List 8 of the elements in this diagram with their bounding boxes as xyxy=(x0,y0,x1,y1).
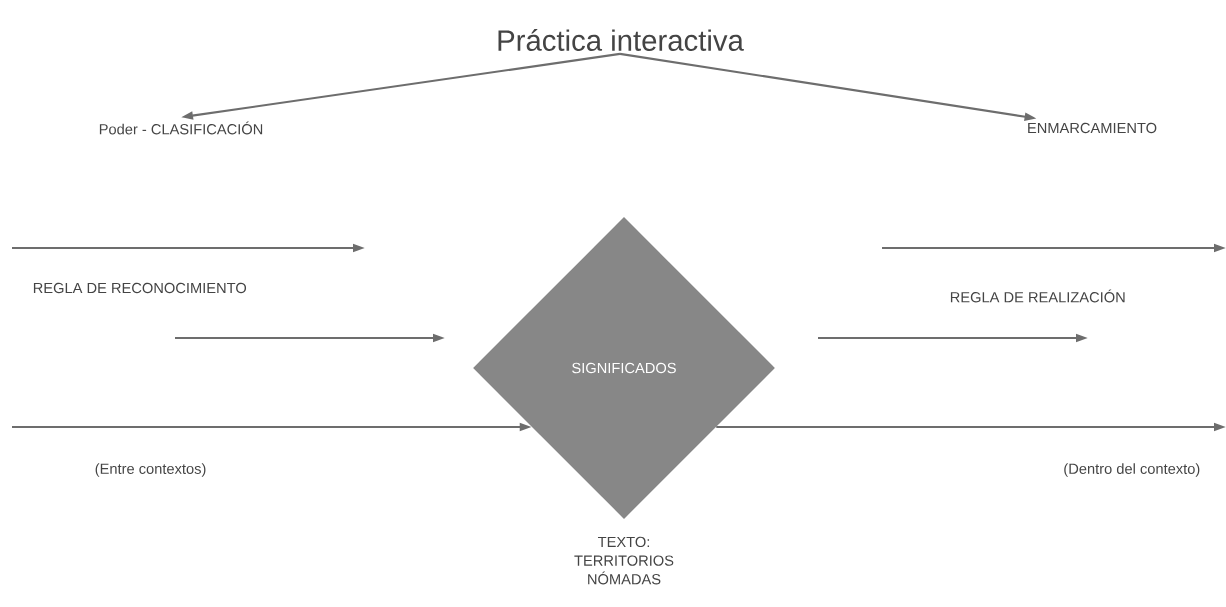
title: Práctica interactiva xyxy=(498,29,744,51)
text-label: (Entre contextos) xyxy=(95,463,206,477)
text-label: Poder - CLASIFICACIÓN xyxy=(99,121,263,135)
text-label: ENMARCAMIENTO xyxy=(1028,122,1157,134)
text-label: REGLA DE REALIZACIÓN xyxy=(950,289,1125,303)
text-label: (Dentro del contexto) xyxy=(1064,463,1200,477)
text-label: REGLA DE RECONOCIMIENTO xyxy=(33,282,247,294)
caption-text: TEXTO: TERRITORIOS NÓMADAS xyxy=(574,536,674,585)
